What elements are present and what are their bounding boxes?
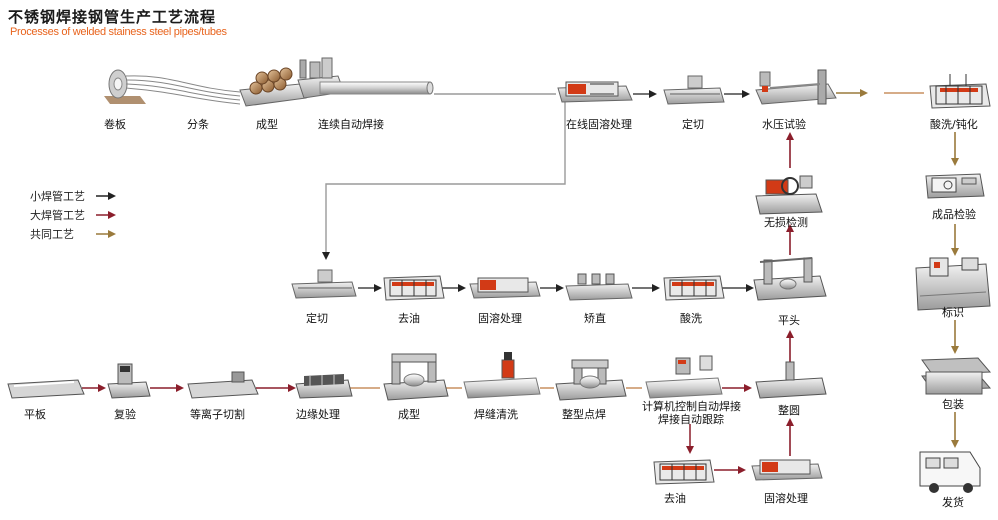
ndt-machine [755, 175, 823, 215]
label-pingban: 平板 [24, 407, 46, 421]
label-dengli: 等离子切割 [190, 407, 245, 421]
legend: 小焊管工艺 大焊管工艺 共同工艺 [30, 189, 116, 241]
label-jisuanji1: 计算机控制自动焊接 [642, 399, 741, 413]
label-chengxing2: 成型 [398, 407, 420, 421]
flow-connectors [82, 89, 959, 474]
label-zaixian: 在线固溶处理 [566, 117, 632, 131]
label-biaoshi: 标识 [942, 305, 964, 319]
degrease-tank-mid [383, 275, 445, 301]
plasma-cutter [187, 371, 259, 399]
coil-machine [104, 69, 146, 104]
cut-saw-mid [291, 269, 357, 299]
label-dingqie1: 定切 [682, 117, 704, 131]
weld-cleaning [463, 352, 541, 399]
label-zhengxing: 整型点焊 [562, 407, 606, 421]
label-baozhuang: 包装 [942, 398, 964, 411]
label-quyou2: 去油 [664, 491, 686, 505]
forming-press [383, 353, 449, 401]
plate [7, 379, 85, 399]
rounding-machine [755, 361, 827, 399]
return-path [322, 100, 566, 260]
label-chengpin: 成品检验 [932, 207, 976, 221]
pickling-tank-top [929, 74, 991, 109]
label-fuyan: 复验 [114, 407, 136, 421]
packing-box [921, 357, 992, 395]
auto-welding-machine [645, 355, 723, 399]
final-inspection-machine [925, 173, 985, 199]
slitting-strips [125, 75, 241, 105]
facing-machine [753, 257, 827, 301]
hydro-test-machine [755, 69, 837, 105]
legend-common-label: 共同工艺 [30, 228, 74, 241]
label-wusun: 无损检测 [764, 215, 808, 229]
label-dingqie2: 定切 [306, 311, 328, 325]
label-fentiao: 分条 [187, 117, 209, 131]
shaping-tack-welding [555, 359, 627, 401]
long-pipe [319, 81, 556, 95]
label-gurong1: 固溶处理 [478, 311, 522, 325]
label-pingtou: 平头 [778, 314, 800, 327]
legend-small-label: 小焊管工艺 [30, 189, 85, 203]
label-bianyuan: 边缘处理 [296, 408, 340, 421]
label-lianxu: 连续自动焊接 [318, 117, 384, 131]
diagram-subtitle: Processes of welded stainess steel pipes… [10, 26, 227, 38]
delivery-truck [919, 451, 981, 493]
diagram-title: 不锈钢焊接钢管生产工艺流程 [8, 8, 217, 26]
label-hanfeng: 焊缝清洗 [474, 407, 518, 421]
solution-furnace-bottom [751, 459, 823, 481]
label-chengxing1: 成型 [256, 117, 278, 131]
label-juanban: 卷板 [104, 117, 126, 131]
label-jiaozhi: 矫直 [584, 311, 606, 325]
label-zhengyuan: 整圆 [778, 403, 800, 417]
degrease-tank-bottom [653, 459, 715, 485]
edge-processing [295, 374, 353, 399]
online-solution-furnace [557, 81, 633, 103]
label-gurong2: 固溶处理 [764, 491, 808, 505]
marking-machine [915, 257, 991, 311]
pickling-tank-mid [663, 275, 725, 301]
cut-saw-top [663, 75, 725, 105]
straightener [565, 273, 633, 301]
solution-furnace-mid [469, 277, 541, 299]
label-fahuo: 发货 [942, 495, 964, 509]
forming-rollers [239, 67, 307, 107]
label-shuiya: 水压试验 [762, 117, 806, 131]
label-suanxi-dunhua: 酸洗/钝化 [930, 117, 978, 131]
label-suanxi: 酸洗 [680, 311, 702, 325]
label-quyou1: 去油 [398, 311, 420, 325]
legend-large-label: 大焊管工艺 [30, 208, 85, 222]
label-jisuanji2: 焊接自动跟踪 [658, 412, 724, 426]
step-labels: 卷板 分条 成型 连续自动焊接 在线固溶处理 定切 水压试验 酸洗/钝化 成品检… [24, 117, 978, 509]
reinspection-machine [107, 363, 151, 399]
